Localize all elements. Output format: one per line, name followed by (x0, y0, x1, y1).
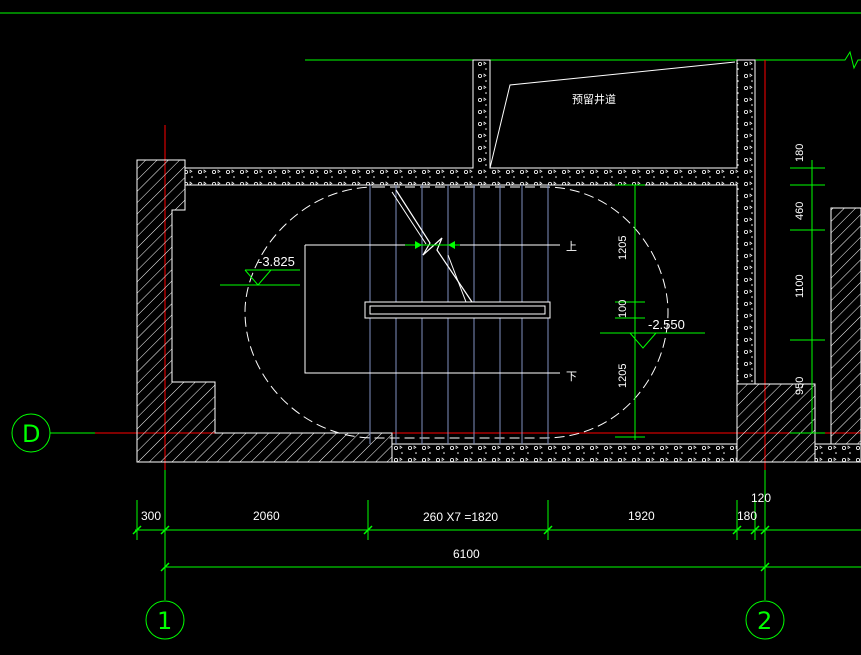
dim-v-460: 460 (794, 202, 806, 220)
break-symbol (395, 189, 473, 303)
bottom-right-concrete (814, 443, 861, 463)
dim-v-1205-bottom: 1205 (617, 364, 629, 388)
oval-guide (244, 186, 669, 439)
level-mark-upper: -3.825 (220, 254, 300, 286)
dim-2060: 2060 (253, 509, 280, 523)
svg-text:-2.550: -2.550 (648, 317, 685, 332)
dim-1820: 260 X7 =1820 (423, 510, 498, 524)
axis-bubble-2: 2 (745, 600, 785, 640)
svg-text:2: 2 (757, 607, 772, 635)
axis-bubble-d: D (11, 413, 95, 453)
dim-vertical-right (790, 160, 825, 434)
shaft-outline (489, 61, 736, 169)
left-wall (136, 159, 393, 463)
dim-6100: 6100 (453, 547, 480, 561)
dim-v-950: 950 (794, 377, 806, 395)
shaft-note: 预留井道 (572, 92, 616, 106)
dim-horizontal (135, 500, 861, 580)
axis-bubble-1: 1 (145, 600, 185, 640)
dim-120: 120 (751, 491, 771, 505)
up-label: 上 (566, 240, 577, 253)
dim-v-1205-top: 1205 (617, 236, 629, 260)
svg-text:1: 1 (157, 607, 172, 635)
break-line (305, 50, 861, 70)
stair-well-rail (364, 301, 551, 319)
dim-v-180: 180 (794, 144, 806, 162)
top-concrete-wall (184, 59, 756, 385)
dim-180: 180 (737, 509, 757, 523)
level-mark-lower: -2.550 (600, 317, 705, 349)
dim-300: 300 (141, 509, 161, 523)
dim-v-1100: 1100 (794, 274, 806, 298)
svg-text:D: D (22, 420, 40, 448)
far-right-column (830, 207, 861, 445)
down-label: 下 (566, 370, 577, 383)
svg-text:-3.825: -3.825 (258, 254, 295, 269)
dim-1920: 1920 (628, 509, 655, 523)
bottom-concrete-wall (391, 443, 738, 463)
dim-v-100: 100 (617, 300, 629, 318)
dim-vertical-inner (615, 184, 645, 440)
